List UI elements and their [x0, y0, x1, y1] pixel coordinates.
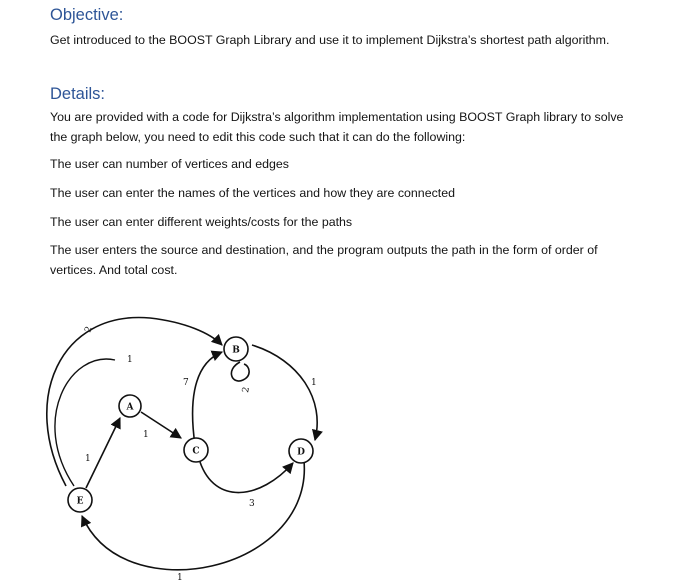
weight-e-to-b: 2: [83, 325, 94, 334]
node-c: C: [183, 437, 209, 463]
details-intro: You are provided with a code for Dijkstr…: [50, 110, 624, 144]
details-item-4: The user enters the source and destinati…: [50, 243, 598, 277]
edge-c-to-b: [191, 350, 224, 446]
edge-e-loop-left: [54, 358, 116, 487]
svg-text:E: E: [77, 497, 84, 507]
details-heading: Details:: [50, 85, 106, 103]
node-b: B: [223, 336, 249, 362]
weight-e-left-loop: 1: [85, 454, 91, 464]
weight-c-to-d: 3: [249, 499, 255, 509]
weight-a-to-c: 1: [143, 430, 149, 440]
objective-heading: Objective:: [50, 6, 124, 24]
edge-d-to-e-bottom: [81, 447, 305, 571]
weight-c-to-b: 7: [183, 378, 189, 388]
edge-c-to-d: [199, 461, 294, 494]
weight-e-to-a: 1: [127, 355, 133, 365]
edge-b-to-d: [251, 344, 323, 442]
details-item-3: The user can enter different weights/cos…: [50, 215, 353, 229]
node-a: A: [118, 394, 142, 418]
node-e: E: [67, 487, 93, 513]
svg-text:C: C: [192, 447, 199, 457]
svg-text:D: D: [297, 448, 305, 458]
weight-b-self: 2: [241, 386, 252, 393]
details-item-2: The user can enter the names of the vert…: [50, 186, 456, 200]
edge-a-to-c: [140, 411, 182, 439]
node-d: D: [288, 438, 314, 464]
dijkstra-graph-diagram: 2 1 1 7 2 1 3 1 1 A B C D E: [46, 316, 323, 583]
svg-text:B: B: [232, 346, 240, 356]
svg-text:A: A: [126, 403, 135, 413]
weight-b-to-d: 1: [311, 378, 317, 388]
details-item-1: The user can number of vertices and edge…: [50, 157, 289, 171]
edge-e-to-b-outer: [46, 316, 223, 487]
objective-text: Get introduced to the BOOST Graph Librar…: [50, 33, 610, 47]
edge-e-to-a: [85, 416, 121, 489]
edge-b-self-loop: [230, 361, 250, 382]
weight-d-to-e: 1: [177, 573, 183, 583]
